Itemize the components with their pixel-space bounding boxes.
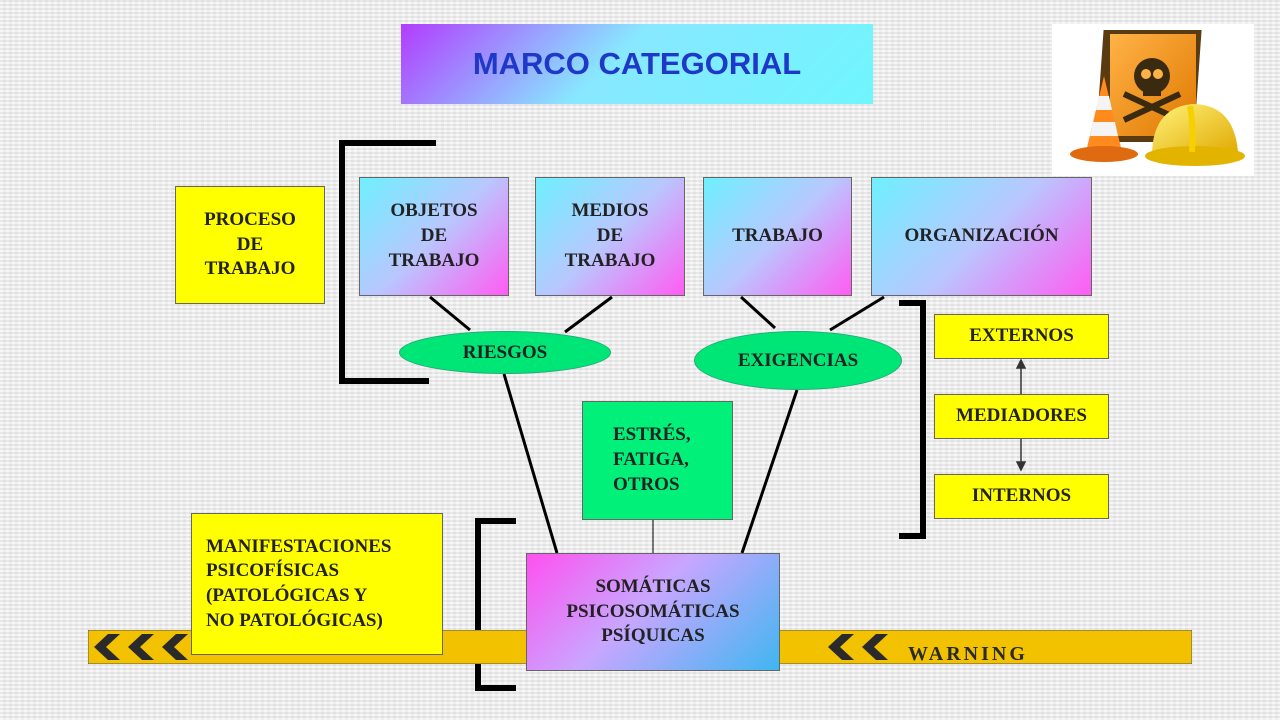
- externos-label: EXTERNOS: [969, 325, 1074, 347]
- warning-label: WARNING: [908, 643, 1028, 664]
- medios-de-trabajo-box: MEDIOS DE TRABAJO: [535, 177, 685, 296]
- manifestaciones-box: MANIFESTACIONES PSICOFÍSICAS (PATOLÓGICA…: [191, 513, 443, 655]
- organizacion-label: ORGANIZACIÓN: [904, 225, 1059, 247]
- objetos-de-trabajo-label: OBJETOS DE TRABAJO: [388, 200, 480, 271]
- title-banner: MARCO CATEGORIAL: [401, 24, 873, 104]
- manifestaciones-label: MANIFESTACIONES PSICOFÍSICAS (PATOLÓGICA…: [206, 535, 392, 631]
- riesgos-label: RIESGOS: [462, 341, 548, 363]
- mediadores-box: MEDIADORES: [934, 394, 1109, 439]
- organizacion-box: ORGANIZACIÓN: [871, 177, 1092, 296]
- trabajo-label: TRABAJO: [732, 225, 823, 247]
- objetos-de-trabajo-box: OBJETOS DE TRABAJO: [359, 177, 509, 296]
- mediadores-label: MEDIADORES: [956, 405, 1087, 427]
- exigencias-label: EXIGENCIAS: [737, 349, 859, 371]
- hazard-illustration: [1052, 24, 1254, 176]
- hazard-skull-cone-helmet-icon: [1070, 30, 1245, 166]
- somaticas-label: SOMÁTICAS PSICOSOMÁTICAS PSÍQUICAS: [566, 575, 740, 647]
- externos-box: EXTERNOS: [934, 314, 1109, 359]
- exigencias-ellipse: EXIGENCIAS: [694, 331, 902, 390]
- riesgos-ellipse: RIESGOS: [399, 331, 611, 374]
- internos-box: INTERNOS: [934, 474, 1109, 519]
- medios-de-trabajo-label: MEDIOS DE TRABAJO: [564, 200, 656, 271]
- trabajo-box: TRABAJO: [703, 177, 852, 296]
- internos-label: INTERNOS: [971, 485, 1072, 507]
- somaticas-box: SOMÁTICAS PSICOSOMÁTICAS PSÍQUICAS: [526, 553, 780, 671]
- estres-fatiga-label: ESTRÉS, FATIGA, OTROS: [613, 424, 691, 495]
- estres-fatiga-box: ESTRÉS, FATIGA, OTROS: [582, 401, 733, 520]
- page-title: MARCO CATEGORIAL: [472, 46, 802, 81]
- proceso-de-trabajo-box: PROCESO DE TRABAJO: [175, 186, 325, 304]
- proceso-de-trabajo-label: PROCESO DE TRABAJO: [204, 208, 296, 280]
